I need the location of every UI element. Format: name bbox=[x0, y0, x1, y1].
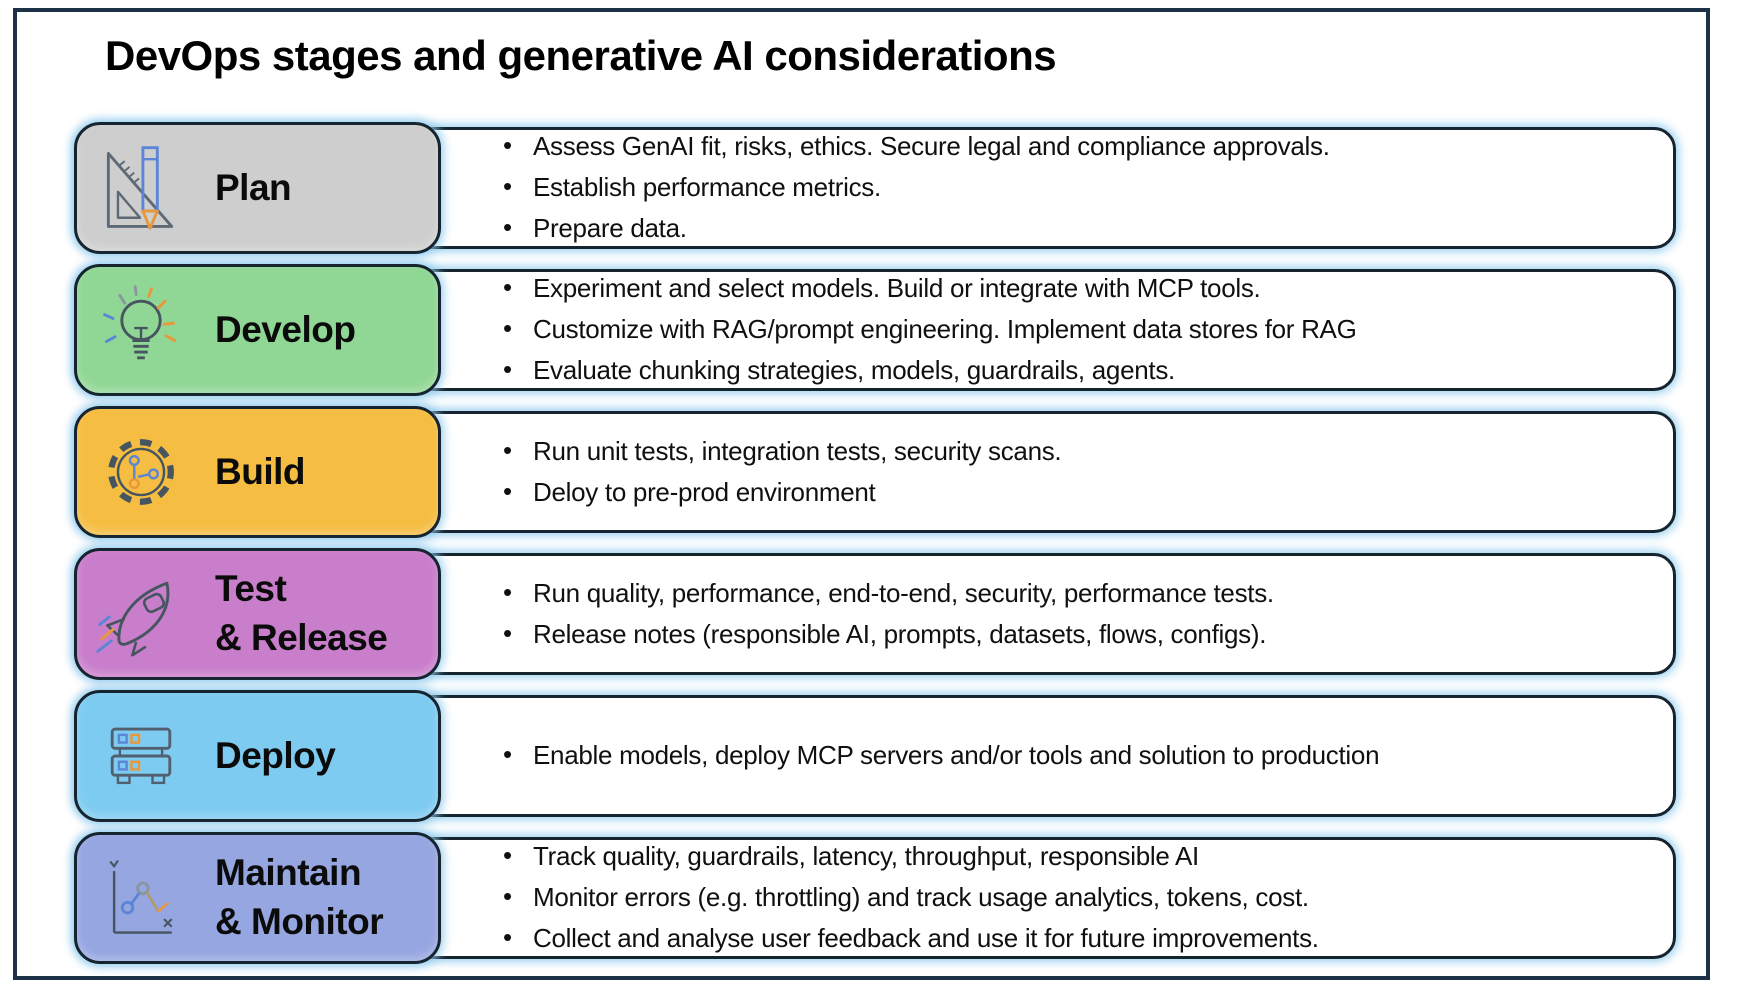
rocket-icon bbox=[93, 562, 189, 666]
bullet-list: Run unit tests, integration tests, secur… bbox=[81, 434, 1673, 510]
line-chart-icon bbox=[93, 846, 189, 950]
bullet-list: Track quality, guardrails, latency, thro… bbox=[81, 839, 1673, 956]
bullet-item: Run unit tests, integration tests, secur… bbox=[501, 434, 1655, 469]
bullet-item: Collect and analyse user feedback and us… bbox=[501, 921, 1655, 956]
stage-row: Track quality, guardrails, latency, thro… bbox=[74, 832, 1676, 964]
stage-label-wrap: Test & Release bbox=[215, 565, 388, 663]
stage-box: Maintain & Monitor bbox=[74, 832, 441, 964]
bullet-item: Monitor errors (e.g. throttling) and tra… bbox=[501, 880, 1655, 915]
stage-label: Maintain bbox=[215, 852, 362, 894]
stage-row: Experiment and select models. Build or i… bbox=[74, 264, 1676, 396]
bullet-item: Deloy to pre-prod environment bbox=[501, 475, 1655, 510]
bullet-list: Run quality, performance, end-to-end, se… bbox=[81, 576, 1673, 652]
stage-label: Develop bbox=[215, 308, 356, 350]
stage-box: Build bbox=[74, 406, 441, 538]
stage-label-wrap: Develop bbox=[215, 306, 356, 355]
stage-label-wrap: Plan bbox=[215, 164, 292, 213]
stage-row: Run unit tests, integration tests, secur… bbox=[74, 406, 1676, 538]
stage-label-line2: & Monitor bbox=[215, 901, 384, 942]
bullet-list: Experiment and select models. Build or i… bbox=[81, 271, 1673, 388]
stage-label: Test bbox=[215, 568, 287, 610]
server-icon bbox=[93, 704, 189, 808]
stage-row: Run quality, performance, end-to-end, se… bbox=[74, 548, 1676, 680]
stage-box: Plan bbox=[74, 122, 441, 254]
page-title: DevOps stages and generative AI consider… bbox=[105, 32, 1057, 79]
stage-box: Deploy bbox=[74, 690, 441, 822]
stage-label: Build bbox=[215, 450, 305, 492]
stage-row: Enable models, deploy MCP servers and/or… bbox=[74, 690, 1676, 822]
bullet-item: Customize with RAG/prompt engineering. I… bbox=[501, 312, 1655, 347]
bullet-item: Establish performance metrics. bbox=[501, 170, 1655, 205]
bullet-item: Assess GenAI fit, risks, ethics. Secure … bbox=[501, 129, 1655, 164]
bullet-list: Assess GenAI fit, risks, ethics. Secure … bbox=[81, 129, 1673, 246]
stage-label-wrap: Deploy bbox=[215, 732, 336, 781]
slide-frame: DevOps stages and generative AI consider… bbox=[13, 8, 1710, 980]
ruler-pencil-icon bbox=[93, 136, 189, 240]
stage-label-line2: & Release bbox=[215, 617, 388, 658]
stage-label-wrap: Build bbox=[215, 448, 305, 497]
stage-label-wrap: Maintain & Monitor bbox=[215, 849, 384, 947]
bullet-item: Enable models, deploy MCP servers and/or… bbox=[501, 738, 1383, 773]
bullet-item: Experiment and select models. Build or i… bbox=[501, 271, 1655, 306]
bullet-list: Enable models, deploy MCP servers and/or… bbox=[81, 738, 1673, 773]
gear-icon bbox=[93, 420, 189, 524]
bullet-item: Release notes (responsible AI, prompts, … bbox=[501, 617, 1655, 652]
bullet-item: Prepare data. bbox=[501, 211, 1655, 246]
stage-row: Assess GenAI fit, risks, ethics. Secure … bbox=[74, 122, 1676, 254]
bullet-item: Track quality, guardrails, latency, thro… bbox=[501, 839, 1655, 874]
lightbulb-icon bbox=[93, 278, 189, 382]
bullet-item: Evaluate chunking strategies, models, gu… bbox=[501, 353, 1655, 388]
stage-label: Deploy bbox=[215, 734, 336, 776]
stage-rows: Assess GenAI fit, risks, ethics. Secure … bbox=[74, 122, 1676, 964]
stage-box: Develop bbox=[74, 264, 441, 396]
stage-box: Test & Release bbox=[74, 548, 441, 680]
stage-label: Plan bbox=[215, 166, 292, 208]
bullet-item: Run quality, performance, end-to-end, se… bbox=[501, 576, 1655, 611]
